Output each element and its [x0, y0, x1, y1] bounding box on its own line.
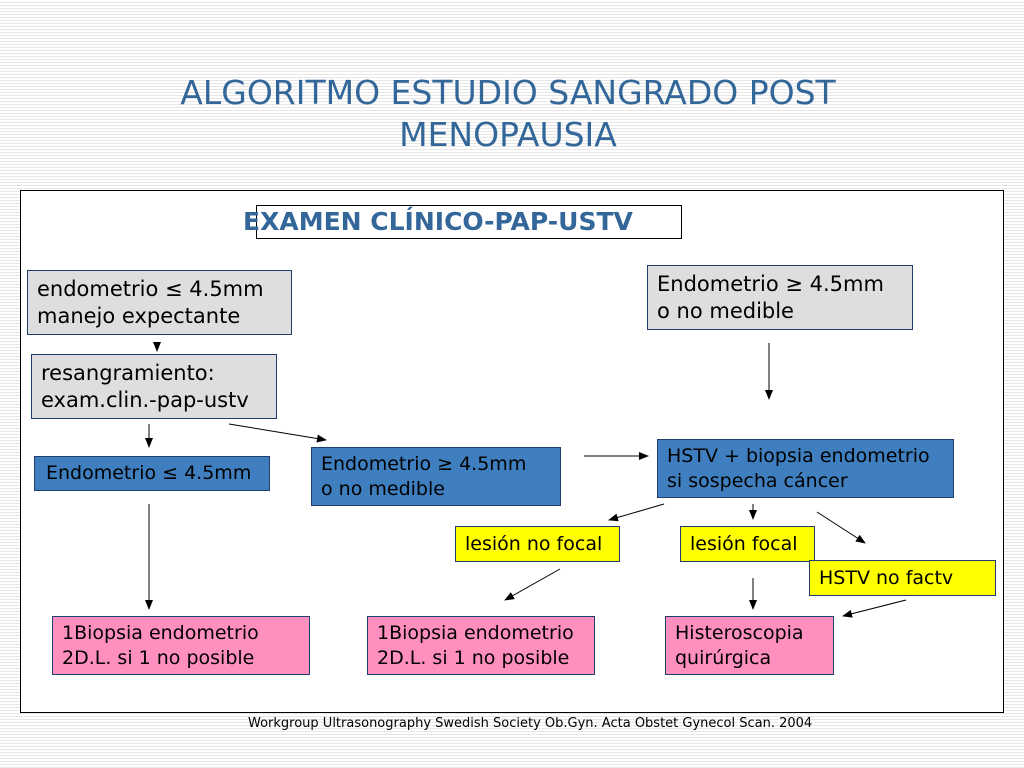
arrow-hstv-to-nonfocal — [608, 503, 665, 522]
arrow-hstv-to-nonfeasible — [816, 511, 866, 544]
box-text: exam.clin.-pap-ustv — [41, 387, 249, 412]
citation-footer: Workgroup Ultrasonography Swedish Societ… — [248, 716, 813, 731]
arrow-rebleed-to-thick — [228, 423, 327, 443]
box-biopsy-1: 1Biopsia endometrio 2D.L. si 1 no posibl… — [52, 616, 310, 675]
arrow-nonfocal-to-biopsy — [504, 568, 561, 601]
box-text: HSTV + biopsia endometrio — [667, 444, 930, 467]
box-text: quirúrgica — [675, 646, 772, 669]
box-thin-expectant: endometrio ≤ 4.5mm manejo expectante — [27, 270, 292, 335]
box-thick-initial: Endometrio ≥ 4.5mm o no medible — [647, 265, 913, 330]
title-line-2: MENOPAUSIA — [399, 115, 617, 154]
box-text: Endometrio ≤ 4.5mm — [46, 462, 252, 484]
box-text: lesión no focal — [465, 532, 603, 555]
title-line-1: ALGORITMO ESTUDIO SANGRADO POST — [180, 73, 836, 112]
box-nonfocal-lesion: lesión no focal — [455, 526, 620, 562]
box-hstv-biopsy: HSTV + biopsia endometrio si sospecha cá… — [657, 439, 954, 498]
box-text: 1Biopsia endometrio — [62, 621, 259, 644]
slide-title: ALGORITMO ESTUDIO SANGRADO POST MENOPAUS… — [0, 72, 1016, 156]
subtitle-frame — [256, 205, 682, 239]
box-text: endometrio ≤ 4.5mm — [37, 276, 264, 301]
box-text: lesión focal — [690, 532, 798, 555]
arrow-nonfeasible-to-hysteroscopy — [842, 599, 907, 618]
box-hstv-nonfeasible: HSTV no factv — [809, 560, 996, 596]
box-text: resangramiento: — [41, 360, 215, 385]
box-text: Histeroscopia — [675, 621, 804, 644]
box-thick-after: Endometrio ≥ 4.5mm o no medible — [311, 447, 561, 506]
box-text: 1Biopsia endometrio — [377, 621, 574, 644]
box-thin-after: Endometrio ≤ 4.5mm — [34, 456, 270, 491]
box-text: si sospecha cáncer — [667, 469, 848, 492]
box-text: o no medible — [321, 477, 445, 500]
box-text: Endometrio ≥ 4.5mm — [657, 271, 884, 296]
box-biopsy-2: 1Biopsia endometrio 2D.L. si 1 no posibl… — [367, 616, 595, 675]
flowchart-subtitle: EXAMEN CLÍNICO-PAP-USTV — [243, 207, 633, 236]
box-text: manejo expectante — [37, 303, 241, 328]
box-text: o no medible — [657, 298, 794, 323]
box-text: 2D.L. si 1 no posible — [377, 646, 570, 669]
box-text: HSTV no factv — [819, 566, 954, 589]
box-text: Endometrio ≥ 4.5mm — [321, 452, 527, 475]
box-focal-lesion: lesión focal — [680, 526, 815, 562]
box-hysteroscopy: Histeroscopia quirúrgica — [665, 616, 834, 675]
box-rebleed: resangramiento: exam.clin.-pap-ustv — [31, 354, 277, 419]
box-text: 2D.L. si 1 no posible — [62, 646, 255, 669]
